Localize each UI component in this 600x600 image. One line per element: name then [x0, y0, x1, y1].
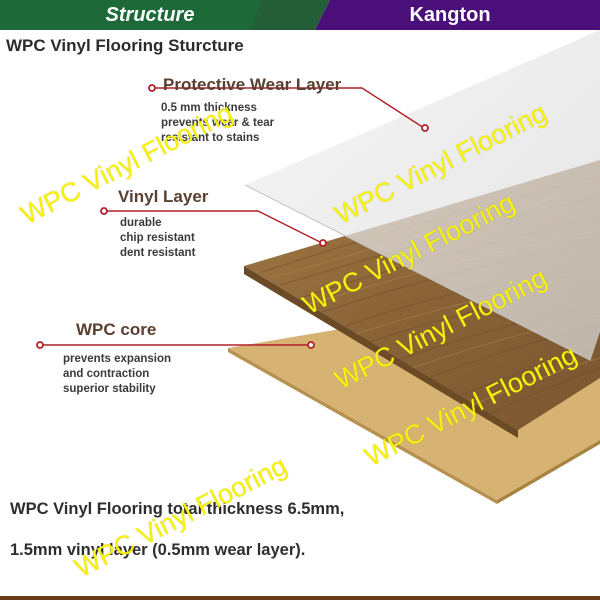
summary-line-2: 1.5mm vinyl layer (0.5mm wear layer). — [10, 541, 306, 559]
wear-layer-desc-line: 0.5 mm thickness — [161, 102, 257, 114]
vinyl-layer-dot-start — [100, 207, 108, 215]
wear-layer-leader — [152, 87, 425, 129]
vinyl-layer-dot-end — [319, 239, 327, 247]
wpc-core-title: WPC core — [76, 320, 157, 339]
wear-layer-dot-end — [421, 124, 429, 132]
vinyl-layer-desc-line: durable — [120, 217, 162, 229]
wpc-core-dot-end — [307, 341, 315, 349]
wear-layer-desc-line: prevents wear & tear — [161, 117, 275, 129]
vinyl-layer-desc-line: chip resistant — [120, 232, 195, 244]
header-background — [0, 0, 600, 30]
leader-dots — [36, 84, 429, 349]
leader-lines — [40, 87, 425, 346]
wear-layer-dot-start — [148, 84, 156, 92]
header-bar: Structure Kangton — [0, 0, 600, 30]
wpc-core-desc-line: prevents expansion — [63, 353, 172, 365]
page-title: WPC Vinyl Flooring Sturcture — [6, 36, 244, 55]
footer-rule — [0, 596, 600, 600]
wpc-core-desc-line: and contraction — [63, 368, 150, 380]
wear-layer-desc-line: resistant to stains — [161, 132, 260, 144]
wpc-core-description: prevents expansion and contraction super… — [63, 352, 171, 397]
vinyl-layer-desc-line: dent resistant — [120, 247, 196, 259]
wear-layer-description: 0.5 mm thickness prevents wear & tear re… — [161, 101, 274, 146]
vinyl-layer-leader — [104, 210, 323, 244]
vinyl-layer-description: durable chip resistant dent resistant — [120, 216, 195, 261]
wear-layer-sheet — [244, 30, 600, 361]
wpc-core-desc-line: superior stability — [63, 383, 156, 395]
summary-line-1: WPC Vinyl Flooring total thickness 6.5mm… — [10, 500, 345, 518]
brand-tab: Kangton — [409, 4, 491, 26]
wpc-core-dot-start — [36, 341, 44, 349]
wear-layer-title: Protective Wear Layer — [163, 75, 342, 94]
structure-tab: Structure — [105, 4, 195, 26]
vinyl-layer-title: Vinyl Layer — [118, 187, 209, 206]
